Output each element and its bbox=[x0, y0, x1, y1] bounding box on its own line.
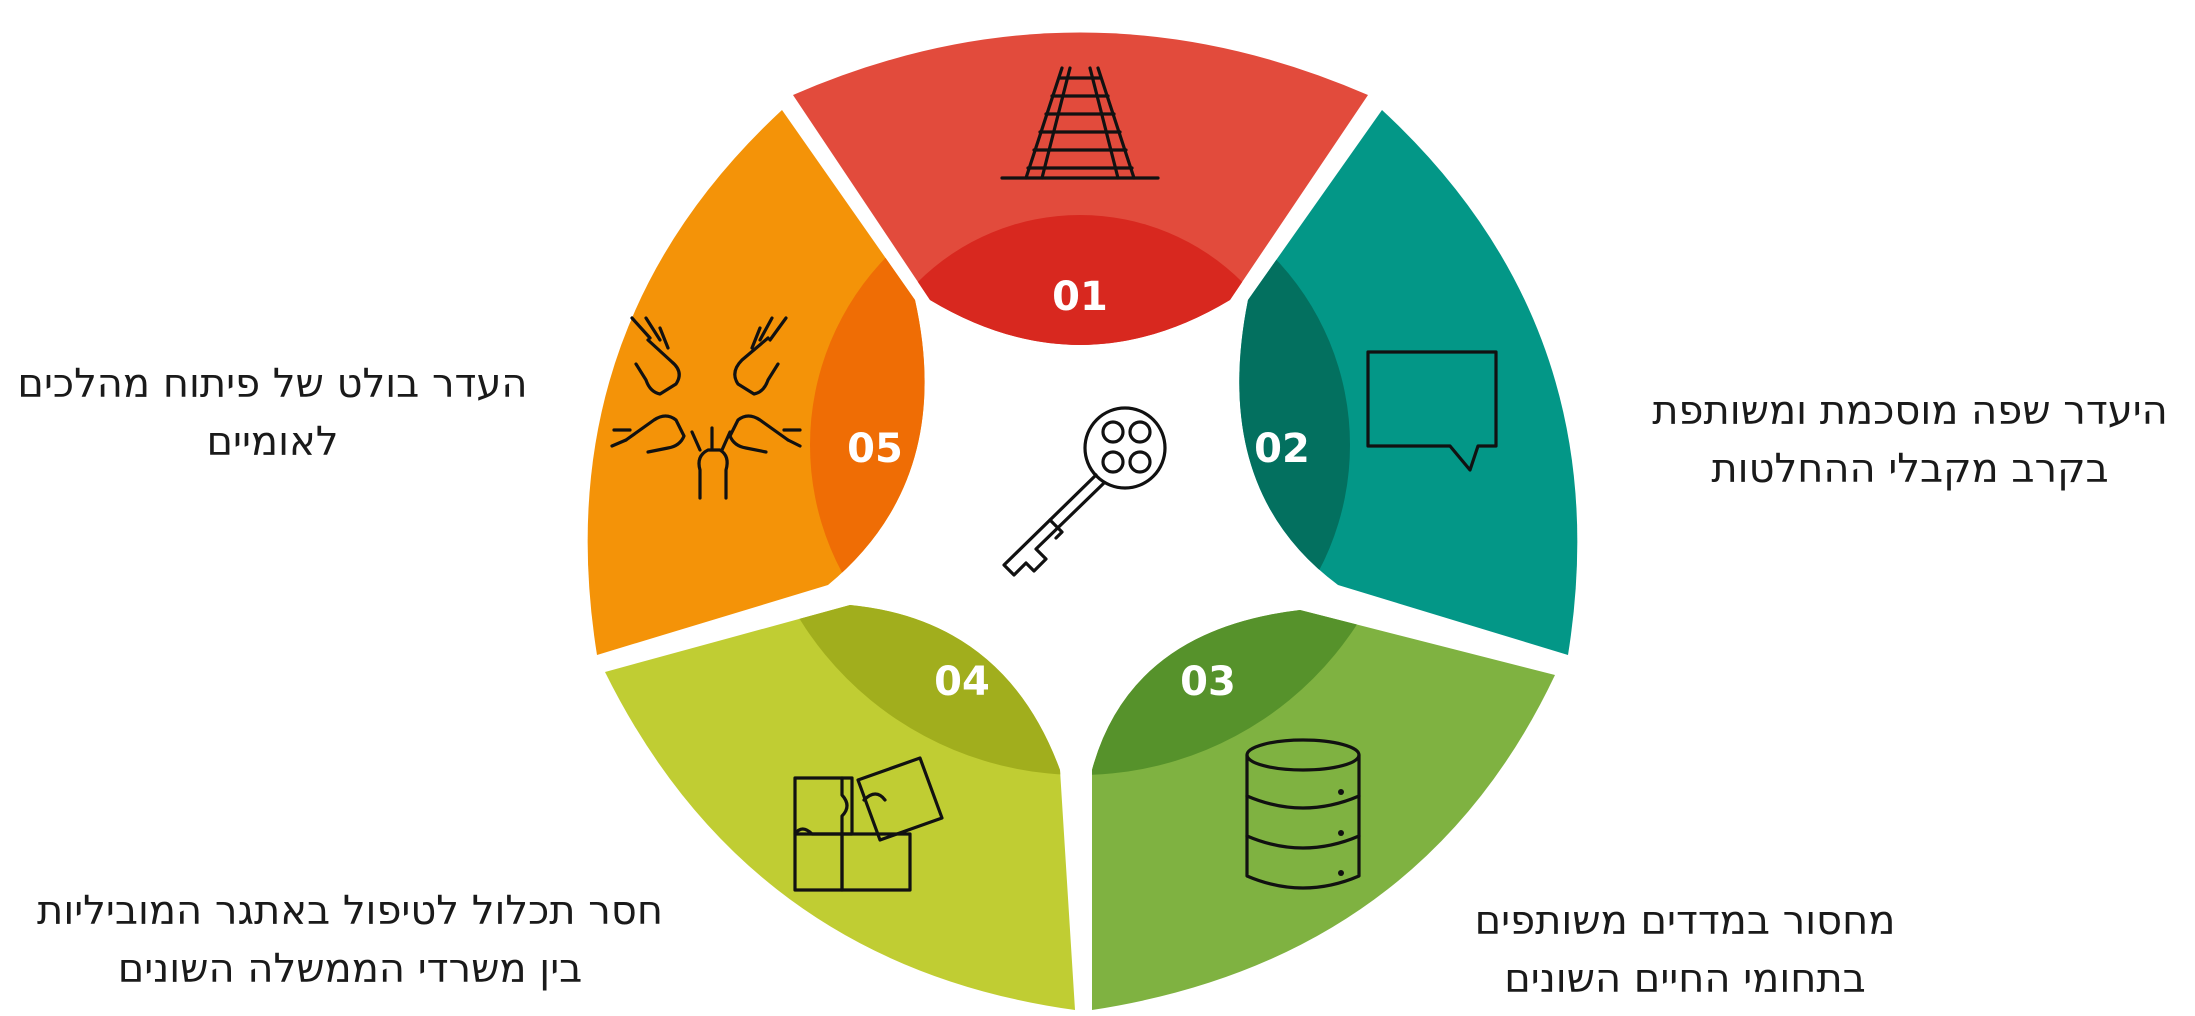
segment-01-number: 01 bbox=[1052, 274, 1108, 320]
segment-03-number: 03 bbox=[1180, 659, 1236, 705]
caption-03: מחסור במדדים משותפים בתחומי החיים השונים bbox=[1420, 892, 1950, 1008]
caption-04-line-1: חסר תכלול לטיפול באתגר המוביליות bbox=[37, 888, 663, 934]
key-icon bbox=[1002, 406, 1167, 577]
segment-02: 02 bbox=[1239, 110, 1578, 655]
caption-02-line-1: היעדר שפה מוסכמת ומשותפת bbox=[1652, 388, 2168, 434]
caption-03-line-2: בתחומי החיים השונים bbox=[1504, 956, 1866, 1002]
caption-04: חסר תכלול לטיפול באתגר המוביליות בין משר… bbox=[20, 882, 680, 998]
caption-03-line-1: מחסור במדדים משותפים bbox=[1474, 898, 1896, 944]
puzzle-icon bbox=[793, 756, 944, 892]
segment-05-number: 05 bbox=[847, 426, 903, 472]
caption-05-line-1: העדר בולט של פיתוח מהלכים bbox=[17, 361, 528, 407]
segment-03: 03 bbox=[1092, 610, 1555, 1010]
caption-05-line-2: לאומיים bbox=[206, 419, 339, 465]
caption-02-line-2: בקרב מקבלי ההחלטות bbox=[1711, 446, 2109, 492]
hands-together-icon bbox=[610, 316, 802, 500]
segment-05: 05 bbox=[587, 110, 925, 655]
railway-track-icon bbox=[1000, 66, 1160, 180]
caption-02: היעדר שפה מוסכמת ומשותפת בקרב מקבלי ההחל… bbox=[1630, 382, 2190, 498]
caption-04-line-2: בין משרדי הממשלה השונים bbox=[117, 946, 583, 992]
speech-bubble-icon bbox=[1366, 350, 1498, 472]
caption-05: העדר בולט של פיתוח מהלכים לאומיים bbox=[0, 355, 545, 471]
segment-02-number: 02 bbox=[1254, 426, 1310, 472]
database-icon bbox=[1245, 738, 1361, 890]
segment-04-number: 04 bbox=[934, 659, 990, 705]
